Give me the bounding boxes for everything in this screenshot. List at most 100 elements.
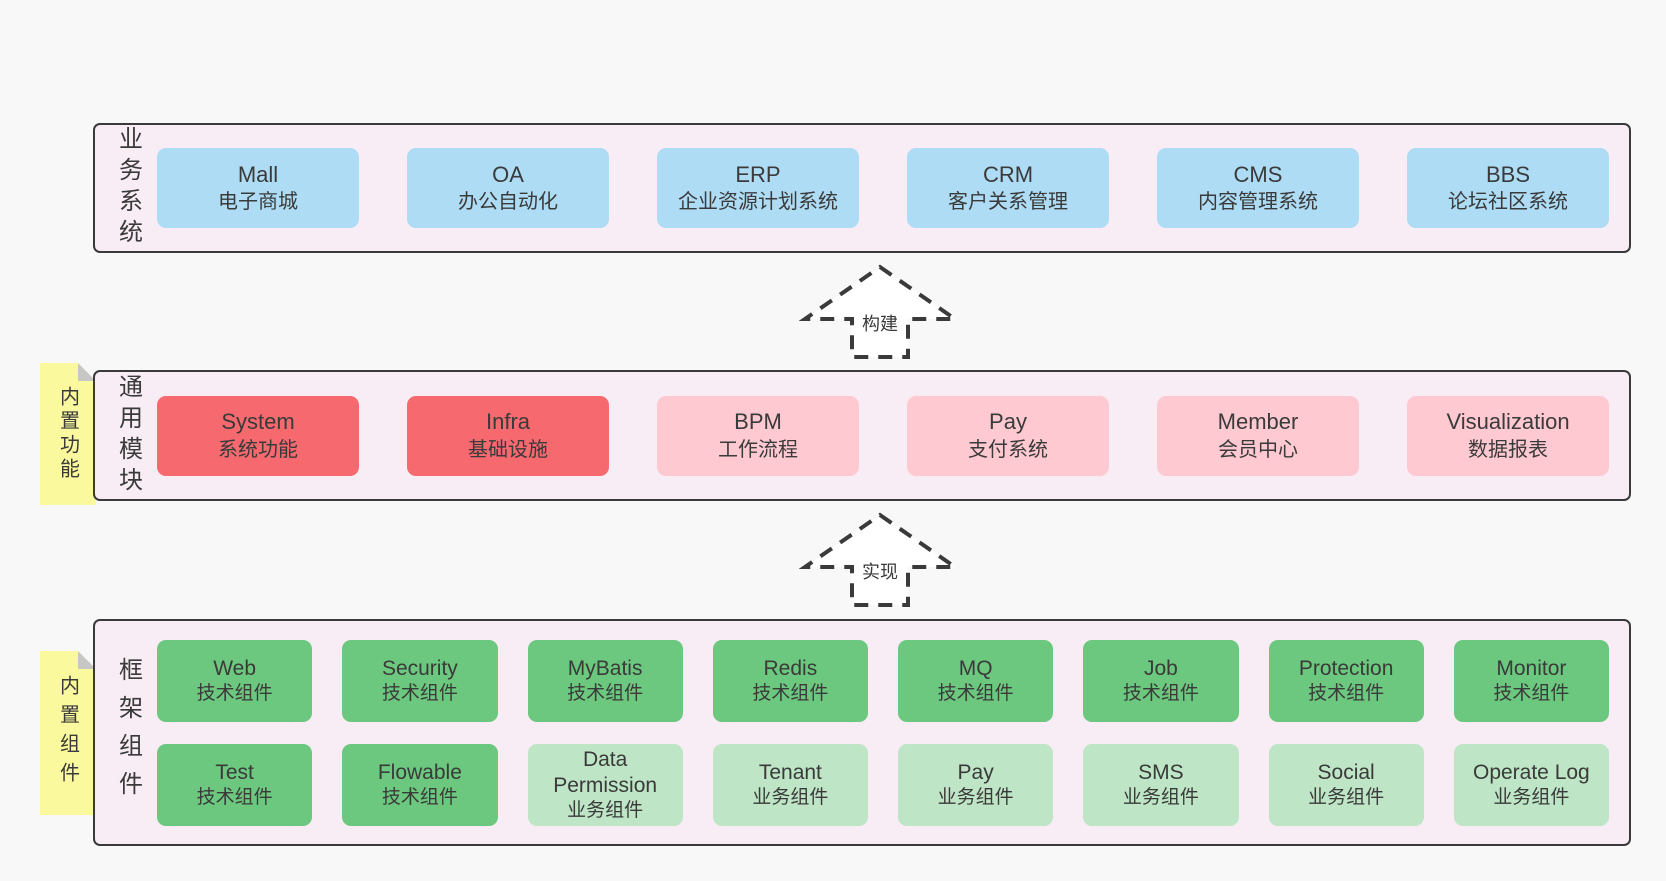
module-box-cms: CMS 内容管理系统 bbox=[1157, 148, 1359, 228]
module-subtitle: 业务组件 bbox=[1493, 786, 1570, 808]
arrow-label: 实现 bbox=[859, 557, 901, 585]
module-subtitle: 业务组件 bbox=[752, 786, 829, 808]
module-name: Test bbox=[215, 761, 254, 785]
module-subtitle: 电子商城 bbox=[218, 191, 298, 214]
module-subtitle: 内容管理系统 bbox=[1198, 191, 1318, 214]
module-box-infra: Infra 基础设施 bbox=[407, 395, 609, 476]
module-subtitle: 工作流程 bbox=[718, 438, 798, 461]
module-subtitle: 技术组件 bbox=[752, 682, 829, 704]
module-name: BPM bbox=[734, 409, 782, 435]
module-name: Pay bbox=[957, 761, 994, 785]
module-subtitle: 业务组件 bbox=[1122, 786, 1199, 808]
module-subtitle: 论坛社区系统 bbox=[1448, 191, 1568, 214]
module-name: ERP bbox=[735, 161, 781, 187]
module-subtitle: 基础设施 bbox=[468, 438, 548, 461]
module-box-erp: ERP 企业资源计划系统 bbox=[657, 148, 859, 228]
note-title-vertical: 内置组件 bbox=[56, 675, 79, 791]
note-title-vertical: 内置功能 bbox=[56, 386, 79, 482]
module-subtitle: 技术组件 bbox=[381, 682, 458, 704]
module-name: Operate Log bbox=[1472, 761, 1590, 785]
band-title-vertical: 业务系统 bbox=[114, 126, 142, 250]
module-subtitle: 办公自动化 bbox=[458, 191, 558, 214]
module-name: CRM bbox=[982, 161, 1034, 187]
arrow-build-up: 构建 bbox=[795, 262, 965, 362]
module-subtitle: 技术组件 bbox=[567, 682, 644, 704]
band-title-vertical: 框架组件 bbox=[114, 656, 142, 809]
module-box-bpm: BPM 工作流程 bbox=[657, 395, 859, 476]
band-common-modules: 通用模块 System 系统功能 Infra 基础设施 BPM 工作流程 Pay 支付系统 Me… bbox=[93, 370, 1631, 501]
band-box-row: System 系统功能 Infra 基础设施 BPM 工作流程 Pay 支付系统 Member 会… bbox=[157, 372, 1609, 499]
band-title-vertical: 通用模块 bbox=[114, 373, 142, 498]
arrow-label: 构建 bbox=[859, 309, 901, 337]
module-subtitle: 技术组件 bbox=[1493, 682, 1570, 704]
module-subtitle: 系统功能 bbox=[218, 438, 298, 461]
module-name: Flowable bbox=[377, 761, 462, 785]
module-name: Social bbox=[1317, 761, 1375, 785]
module-name: SMS bbox=[1138, 761, 1184, 785]
module-name: MQ bbox=[958, 657, 993, 681]
module-box-system: System 系统功能 bbox=[157, 395, 359, 476]
module-name: Mall bbox=[237, 161, 279, 187]
module-subtitle: 技术组件 bbox=[937, 682, 1014, 704]
module-name: Tenant bbox=[758, 761, 822, 785]
module-name: Monitor bbox=[1496, 657, 1567, 681]
module-name: BBS bbox=[1485, 161, 1531, 187]
module-subtitle: 业务组件 bbox=[567, 799, 644, 821]
module-name: Visualization bbox=[1446, 409, 1570, 435]
module-subtitle: 业务组件 bbox=[1308, 786, 1385, 808]
module-name: System bbox=[221, 409, 295, 435]
module-subtitle: 企业资源计划系统 bbox=[678, 191, 838, 214]
module-name: Data Permission bbox=[553, 748, 658, 797]
module-subtitle: 客户关系管理 bbox=[948, 191, 1068, 214]
sticky-note-built-in-features: 内置功能 bbox=[40, 363, 96, 505]
module-subtitle: 技术组件 bbox=[1122, 682, 1199, 704]
module-subtitle: 技术组件 bbox=[1308, 682, 1385, 704]
module-subtitle: 技术组件 bbox=[196, 682, 273, 704]
module-name: Infra bbox=[485, 409, 531, 435]
module-name: Web bbox=[213, 657, 257, 681]
module-subtitle: 技术组件 bbox=[381, 786, 458, 808]
sticky-note-built-in-components: 内置组件 bbox=[40, 651, 96, 815]
module-subtitle: 业务组件 bbox=[937, 786, 1014, 808]
module-name: Security bbox=[381, 657, 458, 681]
module-box-visualization: Visualization 数据报表 bbox=[1407, 395, 1609, 476]
module-name: Redis bbox=[763, 657, 818, 681]
module-subtitle: 支付系统 bbox=[968, 438, 1048, 461]
module-name: CMS bbox=[1233, 161, 1283, 187]
module-subtitle: 会员中心 bbox=[1218, 438, 1298, 461]
module-name: MyBatis bbox=[567, 657, 643, 681]
module-box-crm: CRM 客户关系管理 bbox=[907, 148, 1109, 228]
module-subtitle: 数据报表 bbox=[1468, 438, 1548, 461]
module-box-mall: Mall 电子商城 bbox=[157, 148, 359, 228]
module-name: Job bbox=[1143, 657, 1178, 681]
module-name: Pay bbox=[989, 409, 1027, 435]
module-box-member: Member 会员中心 bbox=[1157, 395, 1359, 476]
module-subtitle: 技术组件 bbox=[196, 786, 273, 808]
module-name: Protection bbox=[1298, 657, 1394, 681]
module-name: Member bbox=[1217, 409, 1299, 435]
module-box-bbs: BBS 论坛社区系统 bbox=[1407, 148, 1609, 228]
arrow-implement-up: 实现 bbox=[795, 510, 965, 610]
module-box-pay: Pay 支付系统 bbox=[907, 395, 1109, 476]
